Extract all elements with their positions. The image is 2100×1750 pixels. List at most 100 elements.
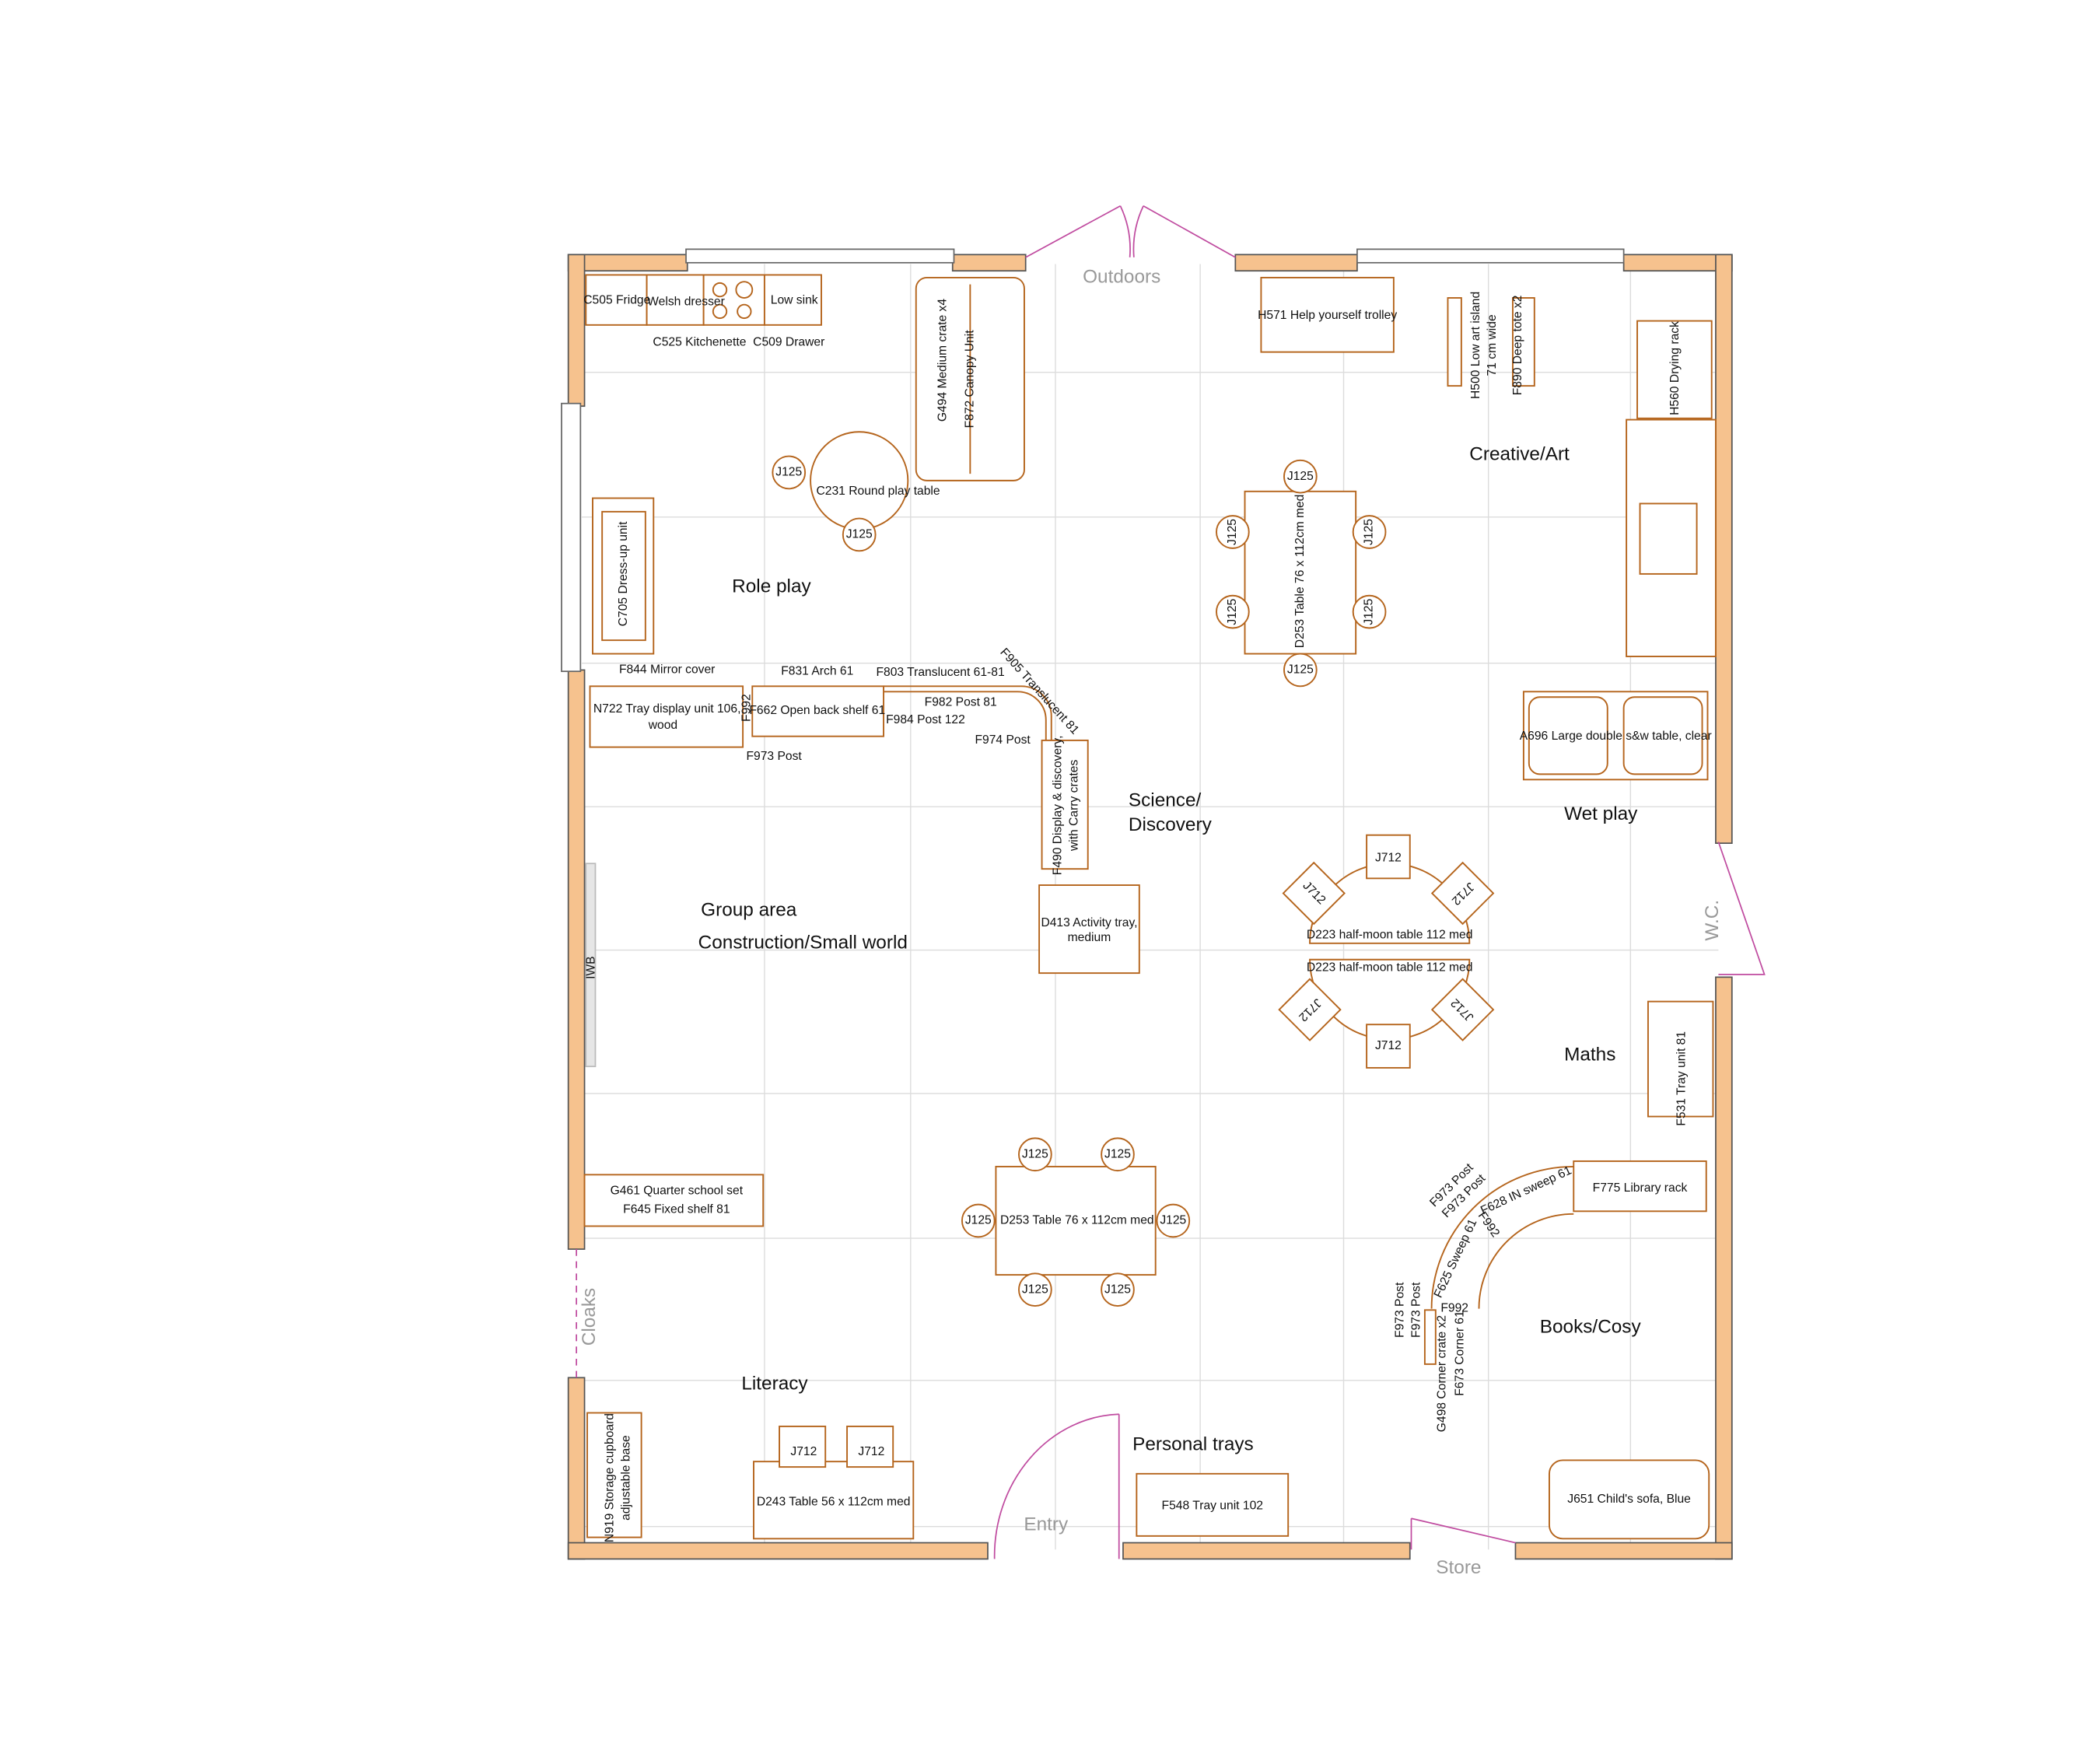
- chair: J125: [1018, 1272, 1052, 1307]
- zone-books-cosy: Books/Cosy: [1540, 1316, 1642, 1337]
- chair: J125: [1101, 1137, 1135, 1172]
- chair-part: J125: [775, 466, 802, 479]
- chair: J125: [961, 1203, 996, 1238]
- label-f548: F548 Tray unit 102: [1162, 1500, 1263, 1513]
- label-h560: H560 Drying rack: [1668, 321, 1682, 415]
- doors: [576, 205, 1766, 1559]
- label-g494: G494 Medium crate x4: [936, 299, 950, 422]
- label-f973-post-c: F973 Post: [1394, 1282, 1407, 1338]
- furniture-shapes-part: [1622, 696, 1703, 775]
- j712-chairs: J712 J712 J712 J712 J712 J712 J712 J712: [779, 834, 1495, 1468]
- furniture-shapes-part: [585, 274, 648, 326]
- chair-part: [1216, 594, 1250, 629]
- chair: J712: [1366, 1024, 1411, 1069]
- windows-part: [685, 248, 955, 264]
- label-c505: C505 Fridge: [583, 294, 650, 307]
- chair-part: [1430, 978, 1495, 1041]
- j125-chairs: J125 J125 J125 J125 J125 J125 J125 J125 …: [772, 455, 1387, 1307]
- chair-part: J125: [1226, 598, 1239, 625]
- walls-part: [1514, 1542, 1733, 1560]
- windows-part: [1356, 248, 1625, 264]
- chair: J712: [1430, 978, 1495, 1041]
- chair-part: [846, 1425, 894, 1468]
- furniture-shapes-part: [1548, 1459, 1710, 1540]
- walls-part: [1715, 976, 1733, 1560]
- doors-part: [1025, 205, 1236, 258]
- chair-part: J712: [858, 1445, 884, 1458]
- label-f628: F628 IN sweep 61: [1479, 1164, 1573, 1217]
- chair-part: J125: [1226, 519, 1239, 545]
- label-f872: F872 Canopy Unit: [963, 330, 976, 429]
- chair: J125: [1101, 1272, 1135, 1307]
- furniture-shapes-part: [712, 282, 728, 298]
- furniture-shapes-part: [751, 685, 884, 737]
- chair: J712: [1282, 861, 1346, 926]
- furniture-shapes-part: [1244, 490, 1357, 655]
- zone-labels: Outdoors Role play Creative/Art Science/…: [579, 266, 1723, 1578]
- zone-role-play: Role play: [732, 576, 811, 597]
- label-f992-curve: F992: [1475, 1209, 1502, 1240]
- label-d253-bottom: D253 Table 76 x 112cm med: [1000, 1214, 1154, 1227]
- chair-part: [961, 1203, 996, 1238]
- chair: J125: [842, 517, 877, 552]
- chair: J125: [1283, 653, 1318, 688]
- chair: J125: [1352, 515, 1387, 549]
- doors-part: [1410, 1517, 1516, 1550]
- chair: J125: [1156, 1203, 1191, 1238]
- chair-part: [842, 517, 877, 552]
- furniture-shapes-part: [737, 303, 752, 320]
- chair-part: [1101, 1137, 1135, 1172]
- furniture-shapes-part: [601, 510, 646, 642]
- furniture-shapes-part: [1041, 739, 1089, 870]
- chair: J125: [772, 455, 807, 490]
- doors-part: [1717, 842, 1766, 975]
- label-c705: C705 Dress-up unit: [617, 521, 630, 626]
- chair-part: [1156, 1203, 1191, 1238]
- zone-entry: Entry: [1024, 1514, 1069, 1535]
- walls-part: [567, 254, 688, 272]
- zone-store: Store: [1436, 1557, 1481, 1578]
- interactive-whiteboard: [585, 863, 597, 1068]
- label-f973-post-d: F973 Post: [1410, 1282, 1423, 1338]
- chair-part: J125: [1160, 1214, 1186, 1227]
- chair: J712: [1366, 834, 1411, 880]
- label-f992-lower: F992: [1440, 1302, 1468, 1315]
- chair-part: J125: [1363, 519, 1376, 545]
- chair-part: [1366, 834, 1411, 880]
- furniture-shapes-part: [1522, 691, 1709, 781]
- chair-part: [779, 1425, 827, 1468]
- zone-outdoors: Outdoors: [1083, 266, 1160, 287]
- label-g461: G461 Quarter school set: [611, 1184, 744, 1197]
- chair-part: [1101, 1272, 1135, 1307]
- furniture-shapes-part: [1639, 502, 1698, 575]
- furniture-shapes-part: [646, 274, 705, 326]
- windows-part: [561, 402, 582, 673]
- chair-part: J712: [1375, 851, 1402, 864]
- chair: J712: [846, 1425, 894, 1468]
- label-d413-medium: medium: [1068, 931, 1111, 944]
- furniture-shapes-part: [753, 1461, 915, 1540]
- chair: J712: [1278, 978, 1342, 1041]
- chair-part: [1018, 1272, 1052, 1307]
- label-f890: F890 Deep tote x2: [1511, 296, 1524, 396]
- furniture-shapes-part: [1430, 1165, 1574, 1309]
- label-n919: N919 Storage cupboard: [604, 1413, 617, 1542]
- label-n722: N722 Tray display unit 106,: [593, 702, 741, 716]
- walls-part: [567, 254, 586, 408]
- chair-part: J125: [1022, 1283, 1048, 1296]
- walls-part: [567, 669, 586, 1250]
- zone-maths: Maths: [1564, 1045, 1615, 1066]
- furniture-shapes-part: [1423, 1309, 1437, 1365]
- furniture-shapes-part: [735, 281, 754, 299]
- windows: [561, 248, 1625, 1068]
- label-f490-crates: with Carry crates: [1067, 760, 1080, 852]
- chair: J125: [1018, 1137, 1052, 1172]
- label-f662: F662 Open back shelf 61: [749, 704, 885, 717]
- chair-part: J125: [1287, 663, 1314, 677]
- chair-part: [1352, 594, 1387, 629]
- chair-part: [1283, 653, 1318, 688]
- zone-creative-art: Creative/Art: [1469, 443, 1570, 464]
- furniture-shapes-part: [1573, 1160, 1707, 1213]
- furniture-shapes-part: [1038, 884, 1140, 975]
